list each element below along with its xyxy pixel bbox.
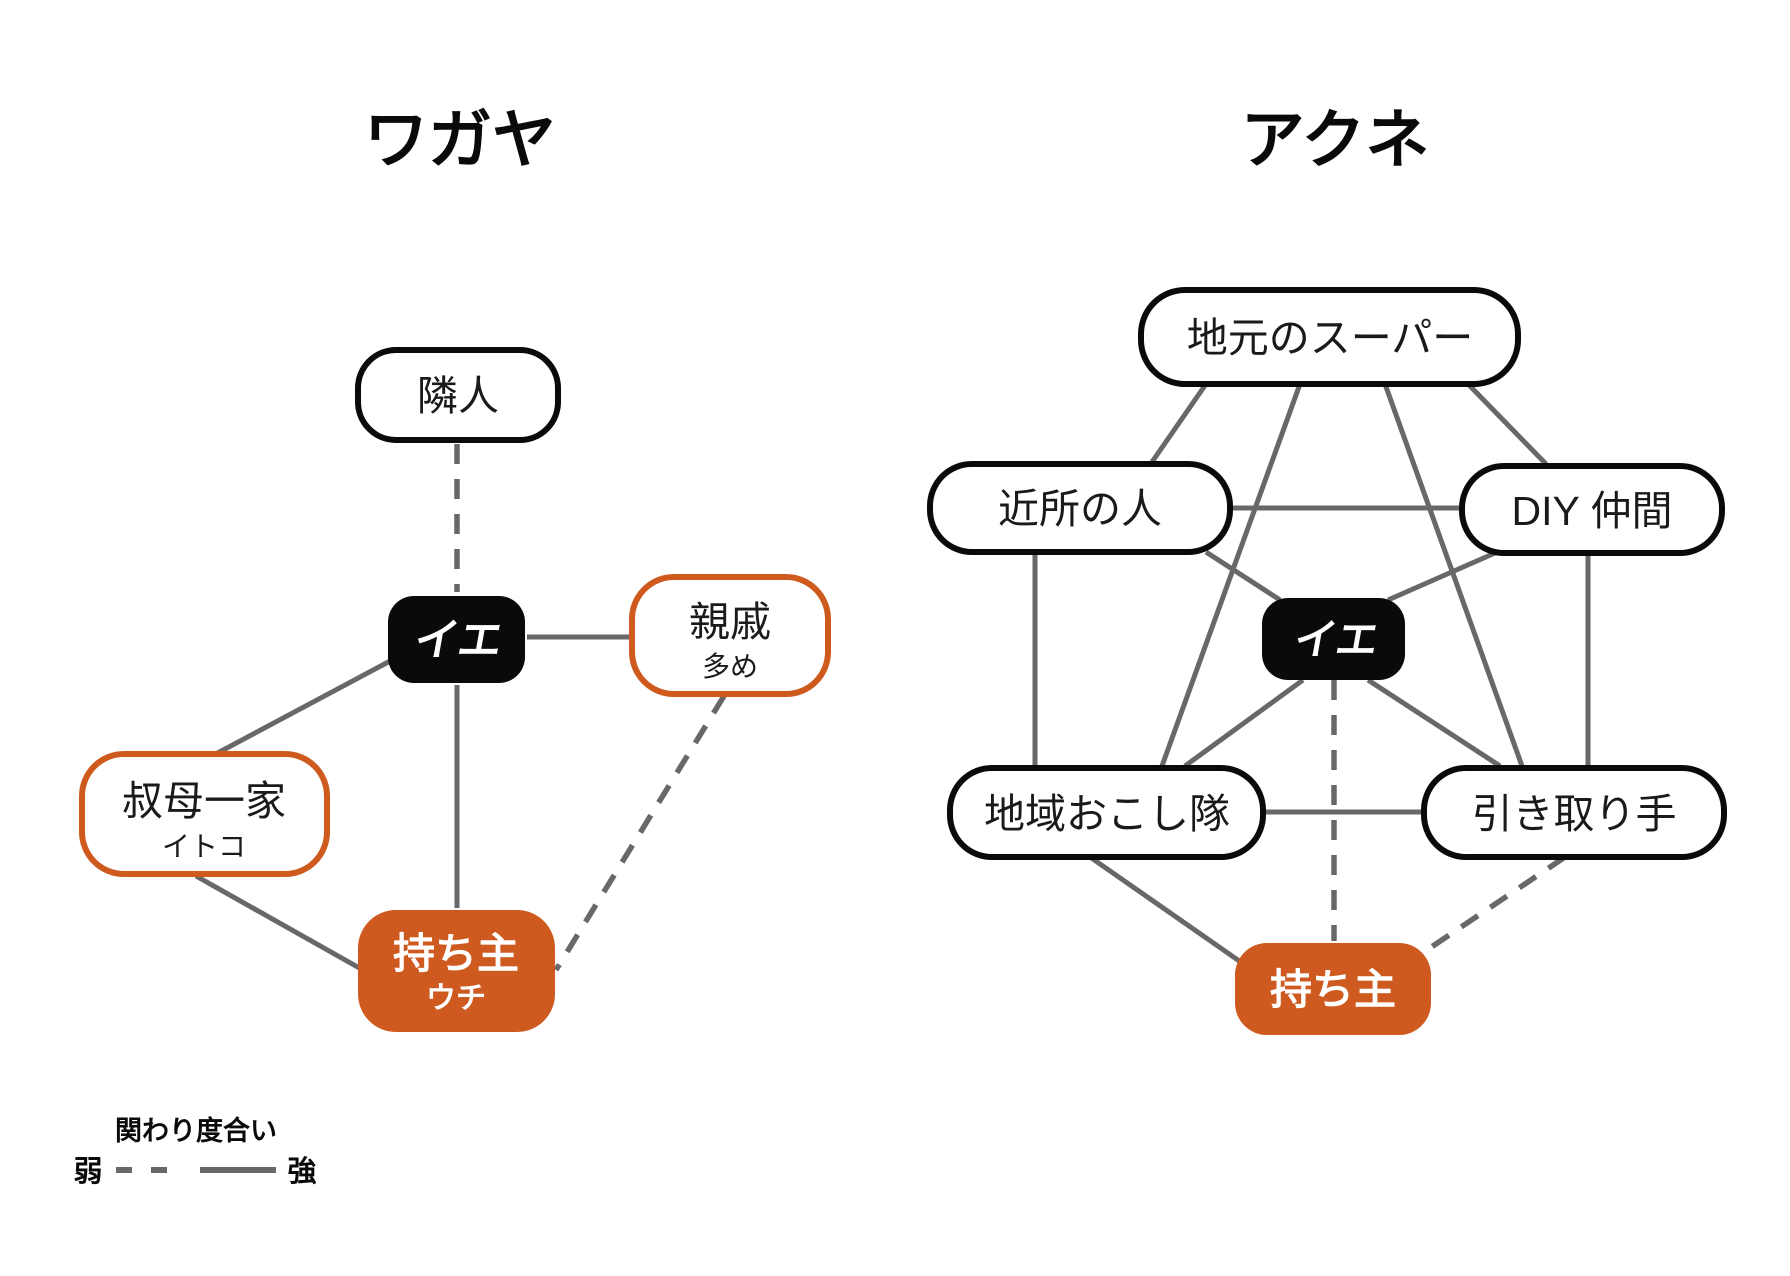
node-obaikka-sublabel: イトコ <box>162 831 246 862</box>
node-supermarket-box <box>1138 287 1521 387</box>
node-diy-box <box>1459 463 1725 556</box>
node-rinjin-box <box>355 347 561 443</box>
node-mochinushi-wagaya-label: 持ち主 <box>393 930 519 977</box>
node-mochinushi-akune-label: 持ち主 <box>1270 966 1396 1013</box>
node-rinjin: 隣人 <box>355 347 561 443</box>
diagram-wagaya: ワガヤ 隣人 イエ 親戚 多め 叔母一家 イトコ <box>79 104 831 1032</box>
edge-hikitori-mochinushi <box>1428 854 1567 951</box>
node-mochinushi-wagaya-sublabel: ウチ <box>426 982 486 1015</box>
node-hikitori: 引き取り手 <box>1421 765 1727 860</box>
node-shinseki-sublabel: 多め <box>702 651 758 682</box>
legend-strong-label: 強 <box>287 1155 316 1188</box>
edge-ie-hikitori <box>1366 677 1502 769</box>
edge-ie-obaikka <box>210 657 394 759</box>
node-ie-akune: イエ <box>1262 598 1405 680</box>
edge-obaikka-mochinushi <box>194 873 372 977</box>
node-rinjin-label: 隣人 <box>417 373 499 419</box>
edge-shinseki-mochinushi <box>553 694 727 972</box>
legend: 関わり度合い 弱 強 <box>73 1115 316 1188</box>
edge-super-hikitori <box>1382 383 1525 767</box>
edge-super-diy <box>1466 382 1548 466</box>
node-chiiki-label: 地域おこし隊 <box>984 791 1230 837</box>
node-mochinushi-wagaya: 持ち主 ウチ <box>358 910 555 1032</box>
edge-ie-chiiki <box>1183 677 1305 769</box>
node-mochinushi-akune: 持ち主 <box>1235 943 1431 1035</box>
edge-chiiki-mochinushi <box>1088 854 1247 968</box>
edge-super-chiiki <box>1159 383 1303 767</box>
node-hikitori-box <box>1421 765 1727 860</box>
node-diy: DIY 仲間 <box>1459 463 1725 556</box>
edge-kinjo-ie <box>1204 549 1282 603</box>
node-supermarket-label: 地元のスーパー <box>1187 315 1474 361</box>
node-obaikka-label: 叔母一家 <box>122 778 286 824</box>
node-kinjo: 近所の人 <box>927 461 1233 555</box>
legend-title: 関わり度合い <box>115 1115 277 1146</box>
node-diy-label: DIY 仲間 <box>1512 488 1673 534</box>
node-ie-wagaya: イエ <box>388 596 525 683</box>
node-chiiki-box <box>947 765 1266 860</box>
node-shinseki-label: 親戚 <box>689 599 771 645</box>
edge-diy-ie <box>1386 550 1497 603</box>
node-kinjo-label: 近所の人 <box>998 486 1162 532</box>
node-shinseki: 親戚 多め <box>629 574 831 697</box>
wagaya-title: ワガヤ <box>364 104 556 176</box>
node-supermarket: 地元のスーパー <box>1138 287 1521 387</box>
edge-super-kinjo <box>1149 382 1209 464</box>
node-obaikka-box <box>79 751 330 877</box>
node-ie-wagaya-box <box>388 596 525 683</box>
akune-title: アクネ <box>1241 104 1430 176</box>
node-chiiki: 地域おこし隊 <box>947 765 1266 860</box>
node-ie-wagaya-label: イエ <box>410 616 506 665</box>
node-ie-akune-box <box>1262 598 1405 680</box>
legend-weak-label: 弱 <box>73 1156 102 1188</box>
node-kinjo-box <box>927 461 1233 555</box>
node-mochinushi-akune-box <box>1235 943 1431 1035</box>
node-mochinushi-wagaya-box <box>358 910 555 1032</box>
diagram-akune: アクネ 地元のスーパー 近所の人 DIY 仲間 <box>927 104 1727 1035</box>
node-obaikka: 叔母一家 イトコ <box>79 751 330 877</box>
node-ie-akune-label: イエ <box>1291 616 1383 663</box>
node-hikitori-label: 引き取り手 <box>1472 791 1677 837</box>
node-shinseki-box <box>629 574 831 697</box>
